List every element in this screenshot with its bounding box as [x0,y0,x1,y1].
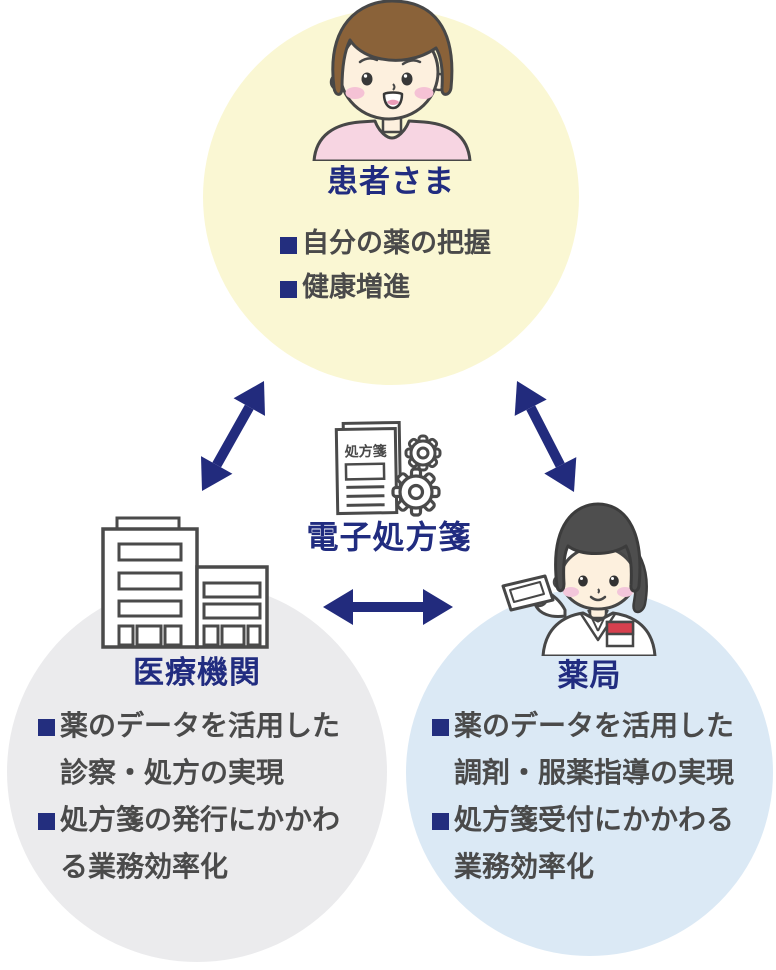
bullet-text: 業務効率化 [454,850,595,883]
badge-icon [605,620,635,648]
patient-pharmacy-arrow-icon [514,381,577,492]
list-item-continuation: 診察・処方の実現 [60,759,340,787]
hospital-building-icon [101,516,269,649]
list-item-continuation: 業務効率化 [454,853,734,881]
patient-avatar-icon [312,0,472,161]
list-item: 健康増進 [280,274,491,302]
bullet-text: 処方箋の発行にかかわ [60,803,341,836]
list-item-continuation: る業務効率化 [60,853,340,881]
bullet-square-icon [280,281,297,298]
bullet-square-icon [38,813,55,830]
list-item: 薬のデータを活用した [432,712,734,740]
list-item: 自分の薬の把握 [280,230,491,258]
bullet-text: 薬のデータを活用した [454,709,735,742]
bullet-square-icon [280,237,297,254]
list-item-continuation: 調剤・服薬指導の実現 [454,759,734,787]
pharmacy-title: 薬局 [557,658,622,694]
bullet-text: 健康増進 [302,272,410,303]
patient-title: 患者さま [327,164,455,200]
bullet-square-icon [432,719,449,736]
bullet-text: 調剤・服薬指導の実現 [454,756,735,789]
pharmacy-bullet-list: 薬のデータを活用した 調剤・服薬指導の実現 処方箋受付にかかわる 業務効率化 [432,712,734,900]
bullet-square-icon [432,813,449,830]
pharmacist-avatar-icon [501,502,657,656]
medical-institution-title: 医療機関 [133,655,261,691]
medical-bullet-list: 薬のデータを活用した 診察・処方の実現 処方箋の発行にかかわ る業務効率化 [38,712,340,900]
bullet-text: る業務効率化 [60,850,229,883]
list-item: 薬のデータを活用した [38,712,340,740]
large-gear-icon [391,467,441,517]
prescription-document-gears-icon: 処方箋 [334,420,442,517]
patient-bullet-list: 自分の薬の把握 健康増進 [280,230,491,318]
e-prescription-title: 電子処方箋 [306,518,472,556]
list-item: 処方箋受付にかかわる [432,806,734,834]
clipboard-icon [501,574,555,612]
list-item: 処方箋の発行にかかわ [38,806,340,834]
medical-pharmacy-arrow-icon [323,589,453,625]
bullet-square-icon [38,719,55,736]
bullet-text: 処方箋受付にかかわる [454,803,735,836]
patient-medical-arrow-icon [201,381,265,491]
small-gear-icon [404,434,442,472]
bullet-text: 診察・処方の実現 [60,756,285,789]
bullet-text: 自分の薬の把握 [302,228,491,259]
doc-label-text: 処方箋 [344,443,387,461]
bullet-text: 薬のデータを活用した [60,709,341,742]
